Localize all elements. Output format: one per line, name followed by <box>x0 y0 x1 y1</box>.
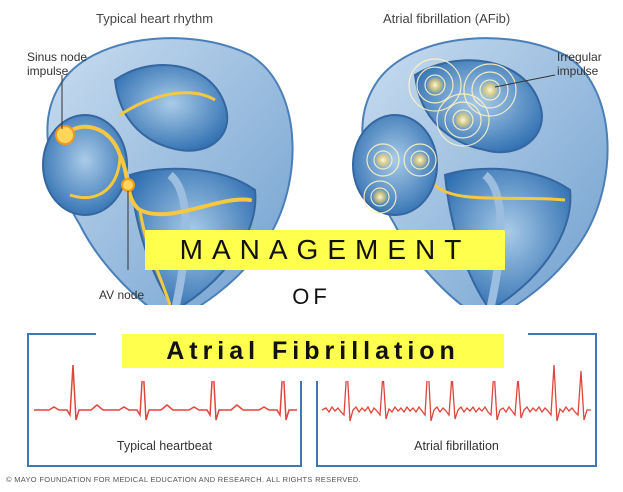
afib-ecg-trace <box>321 362 591 422</box>
irregular-impulse-callout-line1: Irregular <box>557 50 602 64</box>
copyright-notice: © MAYO FOUNDATION FOR MEDICAL EDUCATION … <box>6 475 361 484</box>
right-panel-title: Atrial fibrillation (AFib) <box>383 11 511 26</box>
typical-ecg-trace <box>34 364 297 421</box>
of-label: OF <box>292 284 331 309</box>
av-node-callout: AV node <box>99 288 145 302</box>
management-banner: MANAGEMENT <box>145 230 505 270</box>
irregular-impulse-callout-line2: impulse <box>557 64 599 78</box>
irregular-impulse-callout: Irregular impulse <box>557 50 602 78</box>
sinus-node-callout-line1: Sinus node <box>27 50 88 64</box>
atrial-fibrillation-banner: Atrial Fibrillation <box>122 334 504 368</box>
typical-heartbeat-label: Typical heartbeat <box>116 439 213 453</box>
sinus-node-callout-line2: impulse <box>27 64 69 78</box>
afib-label: Atrial fibrillation <box>414 439 499 453</box>
sinus-node-callout: Sinus node impulse <box>27 50 87 78</box>
left-panel-title: Typical heart rhythm <box>96 11 214 26</box>
